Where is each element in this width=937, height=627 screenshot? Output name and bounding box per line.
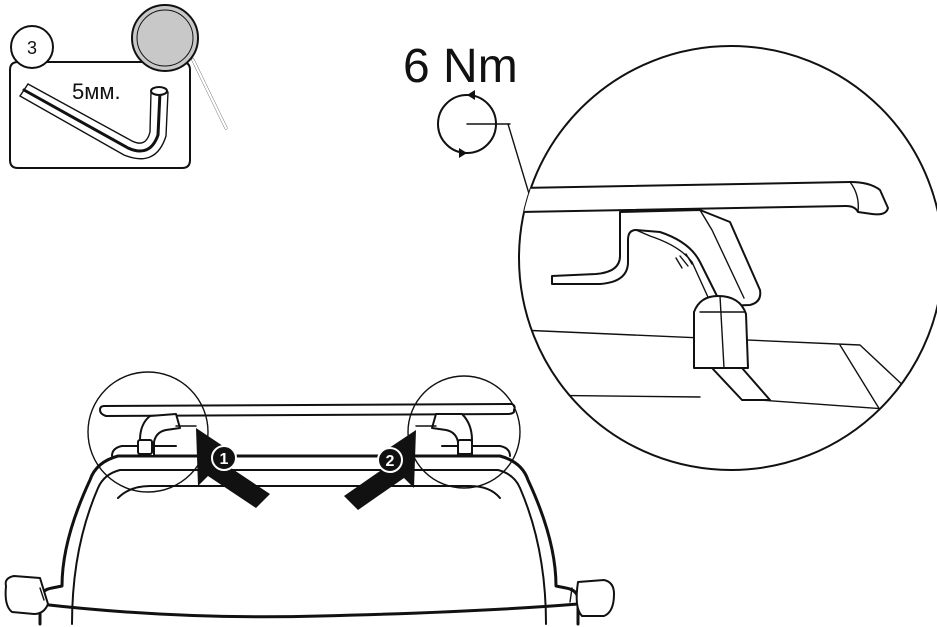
right-mirror [575,579,615,617]
crossbar-detail [519,181,889,216]
left-zoom-circle [87,371,209,493]
magnifier-icon [131,4,228,130]
arrow-2-number: 2 [386,453,395,470]
torque-value-label: 6 Nm [403,40,518,93]
right-zoom-circle [407,375,521,489]
detail-zoom [518,45,937,471]
hex-key-icon [19,83,169,160]
foot-bracket-detail [551,209,762,307]
step-number: 3 [27,38,37,58]
rotation-icon [437,90,511,158]
step-badge: 3 [10,25,54,69]
tool-panel: 3 5мм. [9,4,228,169]
arrow-1: 1 [196,428,270,508]
arrow-2: 2 [344,430,416,510]
arrow-1-number: 1 [220,451,229,468]
tool-panel-frame [9,61,191,169]
car-front-view [4,371,615,626]
car-body [38,454,580,626]
tool-size-label: 5мм. [72,79,121,104]
left-mirror [4,575,49,615]
